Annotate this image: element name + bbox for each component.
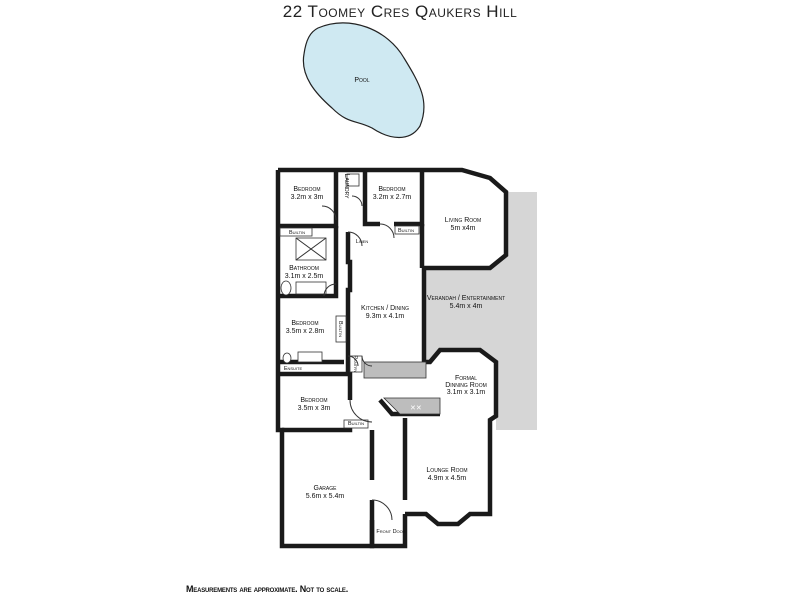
- builtin-robe: [394, 225, 420, 235]
- bathroom-label: Bathroom: [289, 265, 319, 272]
- lounge-label: Lounge Room: [426, 467, 467, 474]
- interior-wall: [362, 170, 380, 227]
- linen-label: Linen: [356, 239, 369, 245]
- pantry-label: Pantry: [352, 355, 358, 372]
- kitchen-bench: [363, 361, 427, 379]
- kitchen-dim: 9.3m x 4.1m: [366, 313, 405, 320]
- builtin-robe: [335, 315, 347, 343]
- interior-wall: [278, 226, 339, 299]
- door-swing: [323, 283, 337, 297]
- ensuite-label: Ensuite: [284, 366, 303, 372]
- outer-wall: [278, 167, 509, 527]
- front-door-label: Front Door: [376, 529, 405, 535]
- builtin-robe: [279, 227, 313, 237]
- bath-shower: [295, 237, 327, 261]
- builtin-robe: [343, 419, 369, 429]
- bedroom3-dim: 3.5m x 2.8m: [286, 328, 325, 335]
- builtin-label: Builtin: [348, 421, 364, 427]
- formal-label-2: Dinning Room: [445, 382, 487, 389]
- garage-label: Garage: [314, 485, 338, 492]
- door-swing: [351, 195, 363, 207]
- door-swing: [371, 499, 393, 521]
- door-swing: [347, 355, 359, 367]
- formal-label: Formal: [455, 375, 477, 382]
- ensuite-vanity: [297, 351, 323, 363]
- pool-shape: [302, 22, 425, 139]
- toilet-icon: [280, 280, 292, 296]
- bedroom1-dim: 3.2m x 3m: [291, 194, 324, 201]
- living-label: Living Room: [445, 217, 481, 224]
- bedroom1-label: Bedroom: [293, 186, 320, 193]
- kitchen-island: [383, 397, 441, 415]
- pool-label: Pool: [354, 77, 369, 84]
- verandah-dim: 5.4m x 4m: [450, 303, 483, 310]
- door-swing: [347, 231, 363, 247]
- formal-dim: 3.1m x 3.1m: [447, 389, 486, 396]
- bathroom-dim: 3.1m x 2.5m: [285, 273, 324, 280]
- door-swing: [361, 355, 373, 367]
- laundry-tub: [346, 173, 360, 187]
- front-wall: [369, 514, 408, 549]
- builtin-label: Builtin: [289, 230, 305, 236]
- builtin-label: Builtin: [337, 321, 343, 337]
- living-dim: 5m x4m: [451, 225, 476, 232]
- bedroom4-dim: 3.5m x 3m: [298, 405, 331, 412]
- lounge-dim: 4.9m x 4.5m: [428, 475, 467, 482]
- garage-dim: 5.6m x 5.4m: [306, 493, 345, 500]
- cooktop-icon: ✕✕: [410, 405, 422, 412]
- kitchen-label: Kitchen / Dining: [361, 305, 409, 312]
- door-swing: [379, 223, 395, 239]
- interior-wall: [345, 232, 353, 374]
- scale-note: Measurements are approximate. Not to sca…: [186, 584, 349, 594]
- page-title: 22 Toomey Cres Qaukers Hill: [282, 2, 518, 21]
- vanity-basin: [295, 281, 327, 295]
- verandah-area: [424, 192, 537, 430]
- bedroom2-dim: 3.2m x 2.7m: [373, 194, 412, 201]
- bedroom3-label: Bedroom: [291, 320, 318, 327]
- door-swing: [349, 399, 373, 423]
- interior-wall: [282, 424, 353, 433]
- laundry-label: Laundry: [343, 174, 350, 200]
- bedroom2-label: Bedroom: [378, 186, 405, 193]
- pantry-unit: [349, 355, 363, 373]
- door-swing: [321, 205, 337, 221]
- builtin-label: Builtin: [398, 228, 414, 234]
- bedroom4-label: Bedroom: [300, 397, 327, 404]
- interior-wall: [278, 371, 353, 400]
- verandah-label: Verandah / Entertainment: [427, 295, 505, 302]
- toilet-icon: [282, 352, 292, 364]
